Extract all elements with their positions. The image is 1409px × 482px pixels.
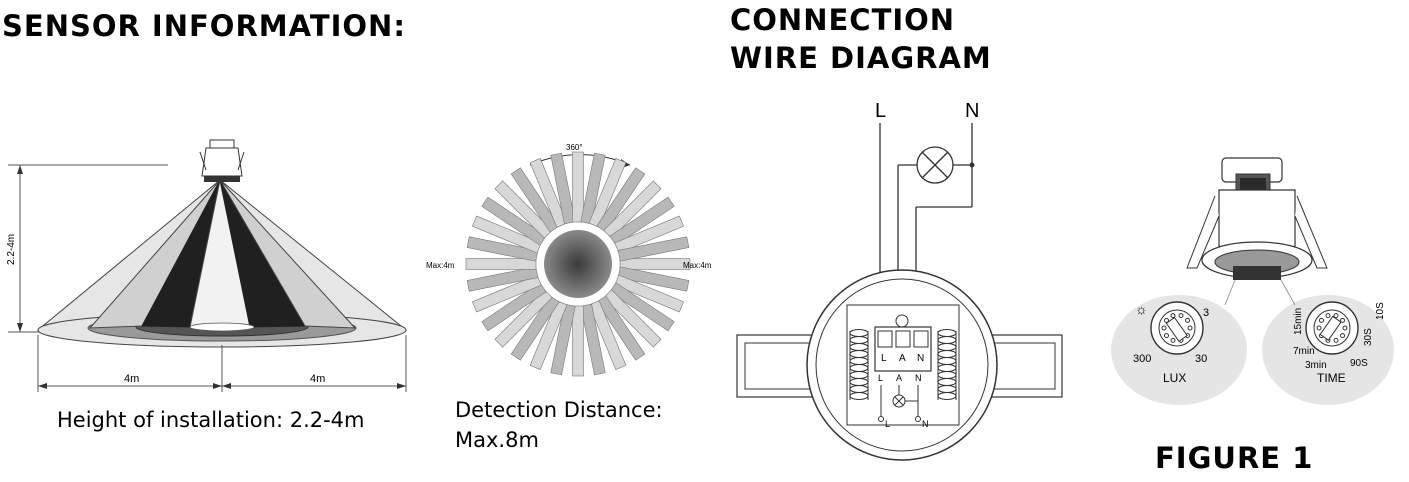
terminal-label-a: A xyxy=(899,353,906,364)
detection-ray xyxy=(466,266,539,292)
time-value-15min: 15min xyxy=(1293,308,1304,335)
wire-n-label: N xyxy=(965,100,979,122)
installation-height-caption: Height of installation: 2.2-4m xyxy=(57,408,365,432)
detection-ray xyxy=(550,303,576,376)
bottom-terminal-label-l: L xyxy=(878,373,883,383)
detection-ray xyxy=(614,274,684,313)
detection-ray xyxy=(572,151,584,223)
detection-ray xyxy=(550,152,576,225)
sensor-info-heading: SENSOR INFORMATION: xyxy=(2,9,406,43)
detection-ray xyxy=(588,300,627,370)
detection-ray xyxy=(603,289,662,348)
time-value-7min: 7min xyxy=(1293,346,1315,357)
detection-ray xyxy=(510,295,560,361)
detection-ray xyxy=(614,215,684,254)
bottom-wire-label-n: N xyxy=(922,419,929,429)
right-spring xyxy=(937,329,957,400)
time-value-3min: 3min xyxy=(1305,360,1327,371)
connection-wire-diagram: L N L A N L A N L N xyxy=(736,100,1063,461)
lux-value-3: 3 xyxy=(1203,307,1209,319)
detection-ray xyxy=(494,180,553,239)
bottom-terminal-label-n: N xyxy=(915,373,922,383)
detection-ray xyxy=(603,180,662,239)
lux-label: LUX xyxy=(1163,371,1186,385)
detection-ray xyxy=(472,215,542,254)
detection-ray xyxy=(617,266,690,292)
right-distance-label: 4m xyxy=(310,373,325,385)
detection-ray xyxy=(494,289,553,348)
wire-l-label: L xyxy=(875,100,886,122)
detection-ray xyxy=(580,303,606,376)
detection-ray xyxy=(617,236,690,262)
connection-heading-line2: WIRE DIAGRAM xyxy=(730,41,992,75)
detection-ray xyxy=(466,236,539,262)
detection-distance-line2: Max.8m xyxy=(455,428,539,452)
height-dimension-label: 2.2-4m xyxy=(6,234,17,265)
time-value-10s: 10S xyxy=(1375,302,1386,320)
detection-ray xyxy=(465,258,537,270)
time-label: TIME xyxy=(1317,371,1346,385)
bottom-wire-label-l: L xyxy=(885,419,890,429)
detection-ray xyxy=(529,300,568,370)
detection-ray xyxy=(481,282,547,332)
left-distance-label: 4m xyxy=(124,373,139,385)
angle-label: 360° xyxy=(566,143,583,152)
detection-ray xyxy=(596,167,646,233)
lux-dial[interactable]: ☼ 3 300 30 LUX xyxy=(1133,301,1209,385)
terminal-label-n: N xyxy=(917,353,924,364)
detection-ray xyxy=(619,258,691,270)
detection-ray xyxy=(596,295,646,361)
max-right-label: Max:4m xyxy=(683,261,712,270)
lux-value-30: 30 xyxy=(1195,353,1207,365)
product-figure: ☼ 3 300 30 LUX 15min 30S 10S 7min 3min 9… xyxy=(1111,157,1394,405)
time-dial[interactable]: 15min 30S 10S 7min 3min 90S TIME xyxy=(1293,301,1386,385)
sun-icon: ☼ xyxy=(1135,301,1148,317)
detection-ray xyxy=(481,196,547,246)
figure-caption: FIGURE 1 xyxy=(1155,441,1314,475)
detection-ray xyxy=(580,152,606,225)
left-spring xyxy=(849,329,869,400)
detection-ray xyxy=(529,158,568,228)
detection-core xyxy=(544,230,612,298)
time-value-30s: 30S xyxy=(1363,328,1374,346)
connection-heading-line1: CONNECTION xyxy=(730,3,956,37)
detection-cone-diagram: 2.2-4m 4m 4m xyxy=(6,139,408,392)
terminal-label-l: L xyxy=(881,353,887,364)
detection-pattern-diagram: 360° Max:4m Max:4m xyxy=(426,143,712,377)
detection-distance-line1: Detection Distance: xyxy=(455,398,663,422)
detection-ray xyxy=(588,158,627,228)
max-left-label: Max:4m xyxy=(426,261,455,270)
detection-ray xyxy=(510,167,560,233)
detection-ray xyxy=(609,196,675,246)
detection-ray xyxy=(572,305,584,377)
detection-ray xyxy=(609,282,675,332)
time-value-90s: 90S xyxy=(1350,358,1368,369)
bottom-terminal-label-a: A xyxy=(896,373,902,383)
detection-ray xyxy=(472,274,542,313)
lux-value-300: 300 xyxy=(1133,353,1151,365)
detection-rays xyxy=(465,151,691,377)
